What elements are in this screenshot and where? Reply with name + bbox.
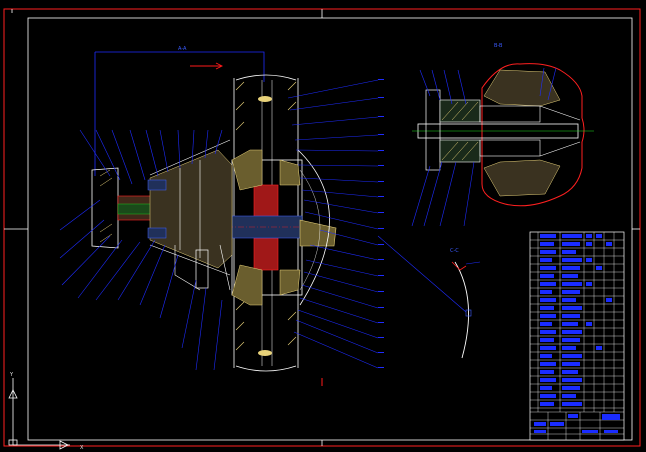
lower-bracket [174, 244, 231, 291]
red-insert-top [253, 184, 279, 218]
title-block-rows [530, 239, 624, 435]
ucs-x-label: X [80, 445, 84, 451]
frame-ticks [4, 9, 640, 446]
lower-motor [195, 249, 209, 289]
left-housing-outline [149, 139, 231, 276]
left-bearing-top [147, 179, 167, 191]
leaders-left [59, 129, 223, 371]
left-flange [91, 167, 119, 249]
small-guide [377, 235, 467, 313]
right-arc-guard-inner [299, 169, 321, 291]
small-leader [465, 261, 481, 265]
detail-cap [425, 89, 441, 171]
detail-housing-bottom [483, 159, 561, 197]
small-arc-tick [465, 309, 472, 317]
bevel-gear [299, 219, 337, 247]
detail-inner-cavity-top [479, 105, 541, 123]
section-label-main: A-A [178, 46, 187, 52]
right-arc-guard [297, 149, 330, 306]
detail-view-b: B-B [411, 43, 594, 227]
ucs-icon [8, 378, 70, 450]
hub-right-hatch-bottom [279, 269, 301, 296]
hub-flange-hatch-bottom [231, 264, 263, 306]
red-insert-bottom [253, 237, 279, 271]
small-arc [454, 261, 469, 359]
detail-bearing-hatch [441, 101, 479, 161]
small-arc-accent [451, 261, 467, 271]
main-assembly-view: A-A [59, 46, 384, 386]
section-label-detail: B-B [494, 43, 503, 49]
ucs-y-label: Y [9, 372, 14, 378]
leaders-right [287, 79, 379, 369]
hub-right-hatch-top [279, 159, 301, 186]
detail-leaders [411, 67, 557, 227]
left-shaft-hatch [99, 169, 113, 243]
drum-hole-top [258, 96, 272, 102]
parts-list-glyphs [534, 234, 620, 433]
leaders-right-ends [378, 79, 384, 368]
left-bearing-bottom [147, 227, 167, 239]
detail-housing-top [483, 69, 561, 107]
top-bracket-line [94, 51, 265, 176]
left-coupling-hatch [149, 149, 233, 269]
title-block [529, 231, 625, 441]
direction-arrow [190, 62, 224, 70]
detail-inner-cavity-bottom [479, 139, 541, 157]
section-label-small: C-C [450, 248, 459, 254]
drum-hole-bottom [258, 350, 272, 356]
small-view-c: C-C [377, 235, 481, 359]
hub-flange-hatch-top [231, 149, 263, 191]
detail-break-outline [481, 63, 585, 207]
detail-right-taper [539, 105, 581, 157]
title-block-cols [537, 232, 615, 440]
